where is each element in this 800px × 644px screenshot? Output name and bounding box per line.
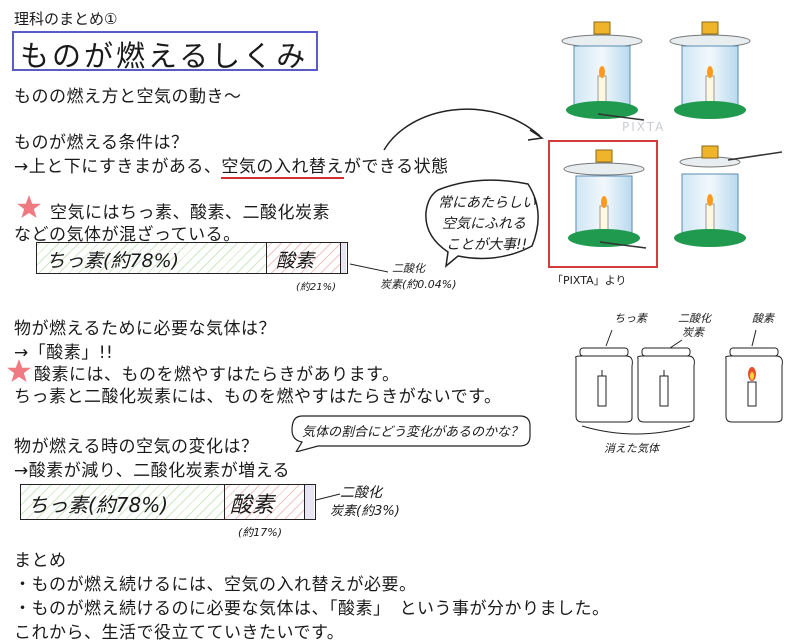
bar2-co2-label: 二酸化 xyxy=(340,485,382,501)
bar1-co2-label2: 炭素(約0.04%) xyxy=(380,278,457,291)
nitrogen-co2-fact: ちっ素と二酸化炭素には、ものを燃やすはたらきがないです。 xyxy=(14,387,502,407)
bar1-oxygen-label: 酸素 xyxy=(276,250,315,272)
bar2-co2-segment xyxy=(305,485,314,519)
bar2-nitrogen-label: ちっ素(約78%) xyxy=(28,493,169,517)
subject-label: 理科のまとめ① xyxy=(14,10,118,28)
bubble-question-text: 気体の割合にどう変化があるのかな？ xyxy=(302,425,524,440)
bar1-co2-label: 二酸化 xyxy=(392,262,425,275)
bar1-co2-pointer xyxy=(349,263,389,273)
bar2-oxygen-segment xyxy=(225,485,305,519)
bar-co2-segment xyxy=(341,243,346,273)
air-change-question: 物が燃える時の空気の変化は？ xyxy=(14,437,259,457)
bar1-nitrogen-label: ちっ素(約78%) xyxy=(46,250,180,272)
summary-heading: まとめ xyxy=(14,551,67,571)
page-subtitle: ものの燃え方と空気の動き～ xyxy=(14,87,242,107)
air-components-line2: などの気体が混ざっている。 xyxy=(14,225,241,245)
bubble-air-line3: ことが大事!! xyxy=(446,237,528,253)
summary-line1: ・ものが燃え続けるには、空気の入れ替えが必要。 xyxy=(14,575,417,595)
jar-label-oxygen: 酸素 xyxy=(752,312,774,325)
bubble-air-line1: 常にあたらしい xyxy=(438,195,536,211)
bar1-oxygen-note: (約21%) xyxy=(296,282,337,293)
condition-answer: →上と下にすきまがある、空気の入れ替えができる状態 xyxy=(14,152,449,179)
air-exchange-highlight: 空気の入れ替え xyxy=(221,157,344,179)
jar-sketches xyxy=(575,329,783,435)
highlight-frame xyxy=(548,140,658,268)
condition-question: ものが燃える条件は？ xyxy=(14,133,189,153)
air-change-answer: →酸素が減り、二酸化炭素が増える xyxy=(14,461,291,481)
pixta-watermark: PIXTA xyxy=(622,120,666,134)
jar-label-co2-1: 二酸化 xyxy=(678,312,711,325)
condition-answer-suffix: ができる状態 xyxy=(343,157,449,177)
bar-nitrogen-segment xyxy=(37,243,267,273)
air-composition-bar xyxy=(36,242,348,274)
page-title: ものが燃えるしくみ xyxy=(20,39,309,73)
speech-bubble-question xyxy=(291,415,531,452)
speech-bubble-air xyxy=(425,179,539,268)
air-components-line1: 空気にはちっ素、酸素、二酸化炭素 xyxy=(50,203,330,223)
jar-caption: 消えた気体 xyxy=(604,442,659,455)
needed-gas-question: 物が燃えるために必要な気体は？ xyxy=(14,319,276,339)
summary-line2: ・ものが燃え続けるのに必要な気体は、「酸素」 という事が分かりました。 xyxy=(14,599,610,619)
condition-answer-prefix: →上と下にすきまがある、 xyxy=(14,157,222,177)
bar2-co2-label2: 炭素(約3%) xyxy=(330,504,400,519)
burnt-air-composition-bar xyxy=(20,484,316,520)
bar2-co2-pointer xyxy=(315,493,341,501)
star-icon xyxy=(17,195,41,218)
bar2-oxygen-note: (約17%) xyxy=(238,526,283,539)
jar-label-nitrogen: ちっ素 xyxy=(614,312,647,325)
photo-credit: 「PIXTA」より xyxy=(552,274,627,287)
needed-gas-answer: →「酸素」!! xyxy=(14,343,114,363)
bar2-oxygen-label: 酸素 xyxy=(230,493,275,518)
summary-line3: これから、生活で役立てていきたいです。 xyxy=(14,623,345,643)
candle-jar-illustrations xyxy=(561,21,783,249)
oxygen-fact: 酸素には、ものを燃やすはたらきがあります。 xyxy=(34,365,400,385)
jar-label-co2-2: 炭素 xyxy=(682,326,704,339)
curved-arrow xyxy=(383,108,545,151)
star-icon xyxy=(7,359,31,382)
bubble-air-line2: 空気にふれる xyxy=(442,216,526,232)
bar2-nitrogen-segment xyxy=(21,485,225,519)
title-box xyxy=(12,31,318,71)
bar-oxygen-segment xyxy=(267,243,341,273)
